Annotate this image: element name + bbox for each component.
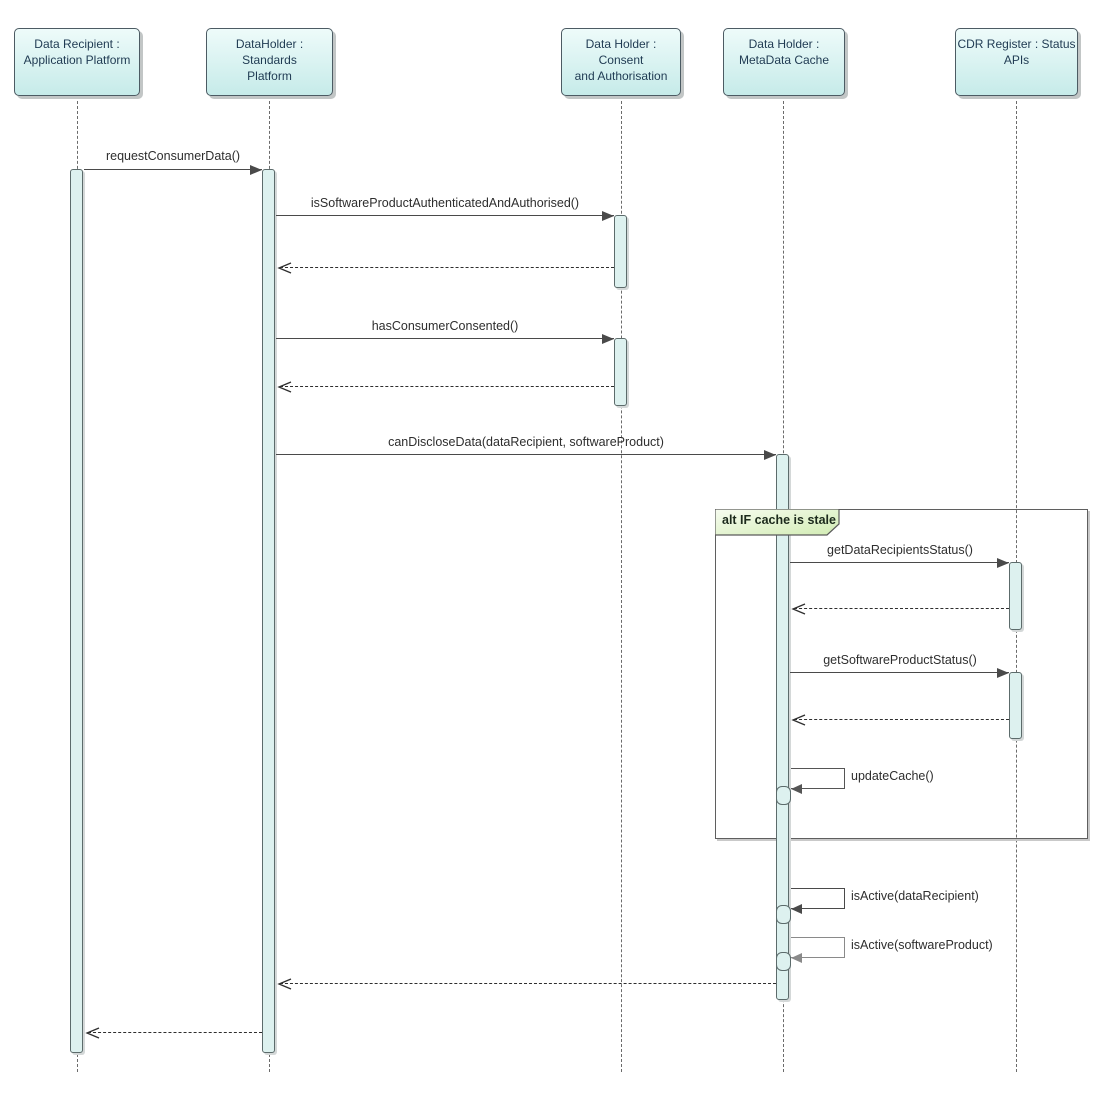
- message-getdatarecipientsstatus-label: getDataRecipientsStatus(): [827, 543, 973, 557]
- self-arrowhead-icon: [791, 953, 802, 963]
- sync-arrowhead-icon: [602, 334, 614, 344]
- activation-status-apis-1: [1009, 562, 1022, 630]
- return-message-line: [794, 608, 1009, 609]
- return-message-line: [280, 983, 776, 984]
- message-isactive-softwareproduct-label: isActive(softwareProduct): [851, 938, 993, 952]
- return-message-line: [280, 386, 614, 387]
- message-getsoftwareproductstatus-label: getSoftwareProductStatus(): [823, 653, 977, 667]
- participant-label: Data Holder : MetaData Cache: [738, 37, 830, 68]
- sync-arrowhead-icon: [997, 668, 1009, 678]
- sync-arrowhead-icon: [602, 211, 614, 221]
- participant-dataholder-standards-platform: DataHolder : Standards Platform: [206, 28, 333, 96]
- activation-standards-platform: [262, 169, 275, 1053]
- participant-label: CDR Register : Status APIs: [957, 37, 1076, 68]
- activation-metadata-cache: [776, 454, 789, 1000]
- lifeline-data-holder-consent-authorisation: [621, 96, 622, 1072]
- self-message-loop: [791, 888, 845, 909]
- self-arrowhead-icon: [791, 904, 802, 914]
- activation-data-recipient: [70, 169, 83, 1053]
- alt-fragment-label: alt IF cache is stale: [722, 513, 836, 527]
- return-arrowhead-icon: [791, 714, 806, 726]
- message-isactive-datarecipient-label: isActive(dataRecipient): [851, 889, 979, 903]
- message-line: [790, 562, 1009, 563]
- message-candisclosedata-label: canDiscloseData(dataRecipient, softwareP…: [388, 435, 664, 449]
- message-line: [790, 672, 1009, 673]
- self-message-loop: [791, 937, 845, 958]
- return-arrowhead-icon: [277, 381, 292, 393]
- alt-fragment-frame: [715, 509, 1088, 839]
- activation-status-apis-2: [1009, 672, 1022, 739]
- alt-pentagon-shape: [714, 508, 840, 536]
- return-arrowhead-icon: [277, 262, 292, 274]
- message-line: [276, 215, 614, 216]
- nested-activation-isactive-datarecipient: [776, 905, 791, 924]
- activation-consent-auth-1: [614, 215, 627, 288]
- return-message-line: [88, 1032, 262, 1033]
- participant-label: Data Recipient : Application Platform: [23, 37, 131, 68]
- return-arrowhead-icon: [791, 603, 806, 615]
- return-message-line: [794, 719, 1009, 720]
- participant-cdr-register-status-apis: CDR Register : Status APIs: [955, 28, 1078, 96]
- sync-arrowhead-icon: [764, 450, 776, 460]
- message-line: [276, 454, 776, 455]
- return-message-line: [280, 267, 614, 268]
- participant-label: Data Holder : Consent and Authorisation: [574, 37, 668, 84]
- activation-consent-auth-2: [614, 338, 627, 406]
- message-issoftwareproductauth-label: isSoftwareProductAuthenticatedAndAuthori…: [310, 196, 580, 210]
- nested-activation-updatecache: [776, 786, 791, 805]
- return-arrowhead-icon: [85, 1027, 100, 1039]
- participant-data-holder-consent-authorisation: Data Holder : Consent and Authorisation: [561, 28, 681, 96]
- sync-arrowhead-icon: [997, 558, 1009, 568]
- alt-fragment-label-pentagon: [714, 508, 840, 541]
- sync-arrowhead-icon: [250, 165, 262, 175]
- self-arrowhead-icon: [791, 784, 802, 794]
- message-line: [276, 338, 614, 339]
- message-requestconsumerdata-label: requestConsumerData(): [105, 149, 241, 163]
- participant-data-holder-metadata-cache: Data Holder : MetaData Cache: [723, 28, 845, 96]
- participant-label: DataHolder : Standards Platform: [235, 37, 304, 84]
- message-hasconsumerconsented-label: hasConsumerConsented(): [371, 319, 519, 333]
- message-line: [84, 169, 262, 170]
- nested-activation-isactive-softwareproduct: [776, 952, 791, 971]
- return-arrowhead-icon: [277, 978, 292, 990]
- self-message-loop: [791, 768, 845, 789]
- participant-data-recipient-application-platform: Data Recipient : Application Platform: [14, 28, 140, 96]
- message-updatecache-label: updateCache(): [851, 769, 934, 783]
